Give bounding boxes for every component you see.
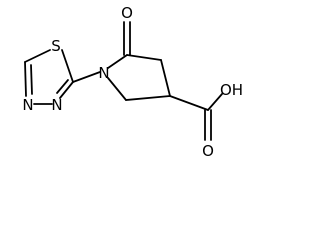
bond-n3-c2-a (59, 81, 74, 99)
bond-n3-c2-b (56, 79, 69, 94)
atom-o-acid: O (202, 142, 214, 160)
bond-c5-c4 (126, 54, 162, 61)
pyrrolidinone-ring (107, 54, 171, 101)
bond-c3-c2 (125, 95, 171, 101)
atom-n-ring: N (98, 64, 109, 82)
bond-c-oh (207, 93, 223, 111)
atom-n3-thiadiazole: N (51, 96, 62, 114)
bond-c5-n4-b (30, 64, 33, 95)
bond-c3-cooh (169, 95, 209, 111)
bond-c4-c3 (160, 59, 171, 97)
carbonyl-group (123, 21, 131, 56)
atom-o-carbonyl: O (121, 4, 133, 22)
atom-n4-thiadiazole: N (22, 96, 33, 114)
bond-n-c5 (107, 54, 128, 69)
carboxylic-acid-group (169, 93, 223, 141)
bond-c5-n4-a (24, 61, 27, 97)
thiadiazole-ring (24, 49, 74, 105)
atom-oh: OH (220, 81, 243, 99)
bond-c2-n (107, 77, 127, 101)
bond-c2-s (61, 49, 74, 83)
bond-n-thiadiazole (72, 71, 101, 83)
structure-diagram: O N S N N OH O (22, 4, 243, 160)
bond-s-c5 (24, 49, 51, 63)
atom-s-thiadiazole: S (51, 37, 61, 55)
